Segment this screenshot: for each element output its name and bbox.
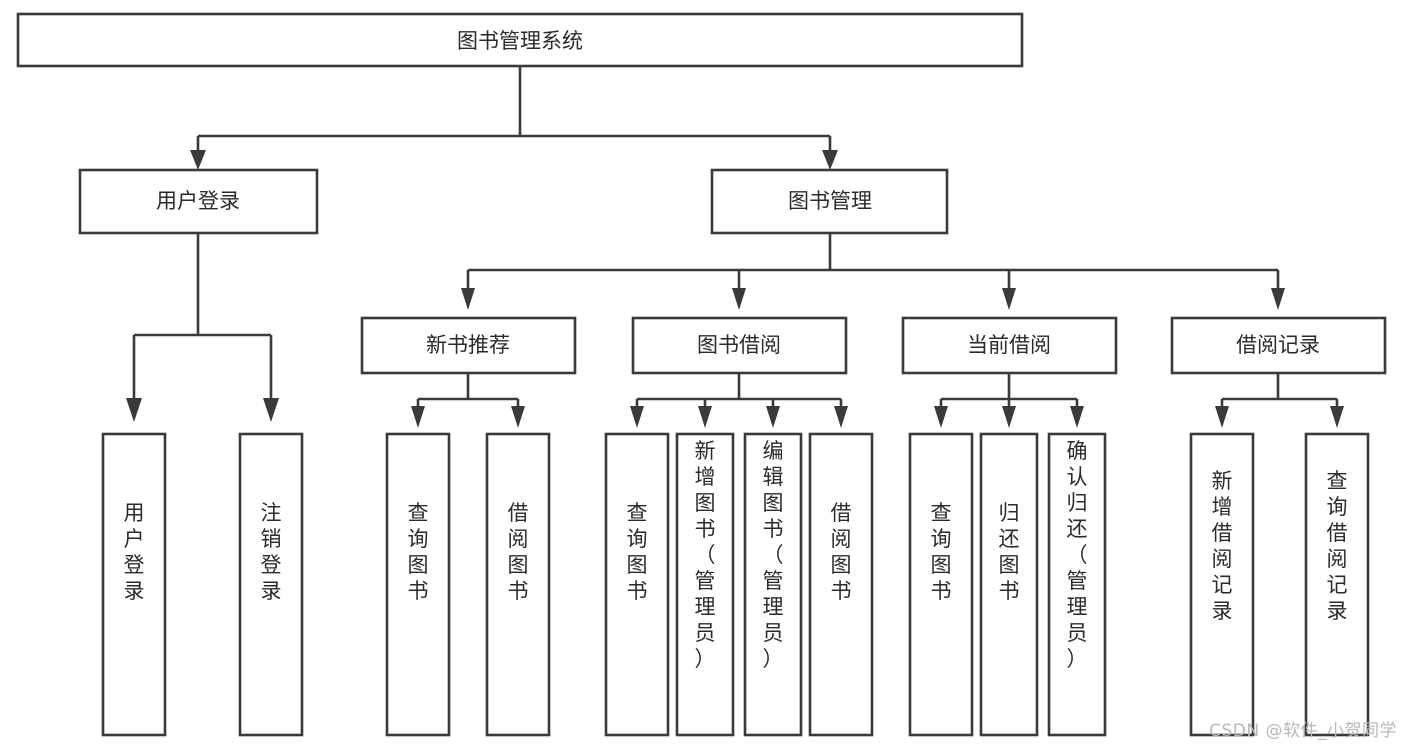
node-user-login[interactable]: 用户登录 xyxy=(78,168,319,235)
leaf-box[interactable] xyxy=(908,432,974,737)
leaf-label: 查询借阅记录 xyxy=(1327,469,1348,623)
leaf-label: 归还图书 xyxy=(999,501,1020,603)
leaf-book-borrow-query-book[interactable]: 查询图书 xyxy=(604,432,670,737)
node-book-management-label: 图书管理 xyxy=(788,189,872,213)
leaf-box[interactable] xyxy=(385,432,451,737)
leaf-box[interactable] xyxy=(1304,432,1370,737)
node-book-borrow-label: 图书借阅 xyxy=(697,333,781,357)
arrowhead-bb-leaf2 xyxy=(698,406,712,428)
arrowhead-cb-leaf2 xyxy=(1002,406,1016,428)
leaf-label: 编辑图书（管理员） xyxy=(763,439,784,671)
leaf-label: 借阅图书 xyxy=(508,501,529,603)
leaf-label: 查询图书 xyxy=(627,501,648,603)
node-borrow-record-label: 借阅记录 xyxy=(1236,333,1320,357)
node-borrow-record-box[interactable] xyxy=(1170,316,1387,375)
leaf-box[interactable] xyxy=(808,432,874,737)
node-new-book-recommend-box[interactable] xyxy=(360,316,577,375)
node-book-borrow-box[interactable] xyxy=(631,316,848,375)
arrowhead-userlogin-leaf2 xyxy=(263,398,279,422)
arrowhead-newbook-leaf1 xyxy=(411,406,425,428)
arrowhead-to-borrowrecord xyxy=(1271,288,1285,310)
leaf-label: 注销登录 xyxy=(261,501,282,603)
leaf-current-borrow-confirm-return[interactable]: 确认归还（管理员） xyxy=(1047,432,1107,737)
leaf-box[interactable] xyxy=(101,432,167,737)
arrowhead-bb-leaf3 xyxy=(766,406,780,428)
node-root-label: 图书管理系统 xyxy=(457,29,583,53)
leaf-label: 确认归还（管理员） xyxy=(1067,439,1088,671)
arrowhead-to-book-manage xyxy=(822,150,838,170)
node-book-management-box[interactable] xyxy=(710,168,949,235)
leaf-box[interactable] xyxy=(743,432,803,737)
node-new-book-recommend[interactable]: 新书推荐 xyxy=(360,316,577,375)
leaf-box[interactable] xyxy=(1189,432,1255,737)
arrowhead-cb-leaf3 xyxy=(1070,406,1084,428)
leaf-book-borrow-edit-book[interactable]: 编辑图书（管理员） xyxy=(743,432,803,737)
leaf-user-login-logout[interactable]: 注销登录 xyxy=(238,432,304,737)
leaf-current-borrow-query-book[interactable]: 查询图书 xyxy=(908,432,974,737)
leaf-book-borrow-borrow-book[interactable]: 借阅图书 xyxy=(808,432,874,737)
arrowhead-to-newbook xyxy=(461,288,475,310)
node-current-borrow-box[interactable] xyxy=(901,316,1118,375)
node-user-login-box[interactable] xyxy=(78,168,319,235)
leaf-box[interactable] xyxy=(675,432,735,737)
leaf-borrow-record-query-record[interactable]: 查询借阅记录 xyxy=(1304,432,1370,737)
leaf-user-login-login[interactable]: 用户登录 xyxy=(101,432,167,737)
arrowhead-br-leaf2 xyxy=(1330,406,1344,428)
node-current-borrow-label: 当前借阅 xyxy=(967,333,1051,357)
node-user-login-label: 用户登录 xyxy=(156,189,240,213)
node-root-book-management-system[interactable]: 图书管理系统 xyxy=(16,12,1024,68)
node-new-book-recommend-label: 新书推荐 xyxy=(426,333,510,357)
arrowhead-to-user-login xyxy=(190,150,206,170)
leaf-label: 查询图书 xyxy=(931,501,952,603)
leaf-label: 借阅图书 xyxy=(831,501,852,603)
leaf-label: 新增借阅记录 xyxy=(1212,469,1233,623)
arrowhead-userlogin-leaf1 xyxy=(126,398,142,422)
arrowhead-to-bookborrow xyxy=(732,288,746,310)
leaf-label: 用户登录 xyxy=(124,501,145,603)
arrowhead-to-currentborrow xyxy=(1002,288,1016,310)
leaf-new-book-borrow-book[interactable]: 借阅图书 xyxy=(485,432,551,737)
node-book-management[interactable]: 图书管理 xyxy=(710,168,949,235)
arrowhead-br-leaf1 xyxy=(1215,406,1229,428)
leaf-borrow-record-add-record[interactable]: 新增借阅记录 xyxy=(1189,432,1255,737)
node-root-box[interactable] xyxy=(16,12,1024,68)
leaf-new-book-query-book[interactable]: 查询图书 xyxy=(385,432,451,737)
node-current-borrow[interactable]: 当前借阅 xyxy=(901,316,1118,375)
leaf-box[interactable] xyxy=(238,432,304,737)
leaf-box[interactable] xyxy=(485,432,551,737)
arrowhead-cb-leaf1 xyxy=(934,406,948,428)
leaf-box[interactable] xyxy=(1047,432,1107,737)
node-book-borrow[interactable]: 图书借阅 xyxy=(631,316,848,375)
leaf-label: 查询图书 xyxy=(408,501,429,603)
leaf-book-borrow-add-book[interactable]: 新增图书（管理员） xyxy=(675,432,735,737)
edge-layer xyxy=(126,66,1344,428)
node-borrow-record[interactable]: 借阅记录 xyxy=(1170,316,1387,375)
arrowhead-newbook-leaf2 xyxy=(511,406,525,428)
arrowhead-bb-leaf4 xyxy=(834,406,848,428)
leaf-box[interactable] xyxy=(604,432,670,737)
arrowhead-bb-leaf1 xyxy=(630,406,644,428)
leaf-box[interactable] xyxy=(979,432,1039,737)
leaf-label: 新增图书（管理员） xyxy=(695,439,716,671)
leaf-current-borrow-return-book[interactable]: 归还图书 xyxy=(979,432,1039,737)
